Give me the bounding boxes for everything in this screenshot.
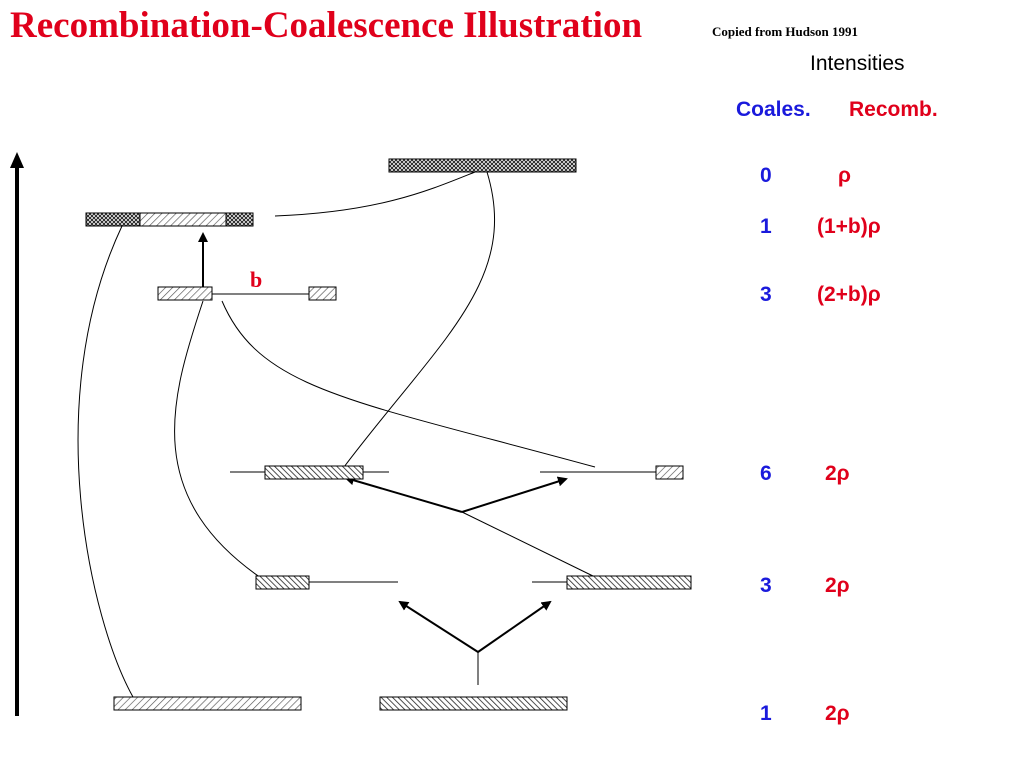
lineage-curve xyxy=(343,171,496,468)
chromosome-bars xyxy=(85,158,692,711)
time-axis-arrow xyxy=(10,152,24,716)
lineage-curves xyxy=(77,171,596,698)
coales-value: 6 xyxy=(760,462,772,485)
chromosome-bar xyxy=(225,212,254,227)
recomb-value: 2ρ xyxy=(825,574,850,597)
recomb-value: 2ρ xyxy=(825,462,850,485)
recomb-value: 2ρ xyxy=(825,702,850,725)
chromosome-bar xyxy=(388,158,577,173)
lineage-curve xyxy=(221,300,596,468)
coales-column-header: Coales. xyxy=(736,98,811,121)
chromosome-bar xyxy=(308,286,337,301)
intensities-header: Intensities xyxy=(810,52,905,75)
chromosome-bar xyxy=(157,286,213,301)
arrow xyxy=(398,600,479,653)
recomb-value: (2+b)ρ xyxy=(817,283,881,306)
coales-value: 3 xyxy=(760,574,772,597)
event-arrows xyxy=(198,232,568,653)
lineage-curve xyxy=(174,300,271,585)
recomb-value: (1+b)ρ xyxy=(817,215,881,238)
source-credit: Copied from Hudson 1991 xyxy=(712,24,859,39)
coales-value: 1 xyxy=(760,702,772,725)
segment-lines xyxy=(212,293,656,685)
arrow xyxy=(477,600,552,653)
coales-value: 0 xyxy=(760,164,772,187)
coales-value: 3 xyxy=(760,283,772,306)
lineage-curve xyxy=(77,225,134,698)
arrow xyxy=(344,475,463,513)
chromosome-bar xyxy=(566,575,692,590)
arrow xyxy=(461,476,568,513)
chromosome-bar xyxy=(85,212,141,227)
recomb-value: ρ xyxy=(838,164,851,187)
chromosome-bar xyxy=(264,465,364,480)
lineage-curve xyxy=(461,511,596,578)
recomb-column-header: Recomb. xyxy=(849,98,938,121)
slide-title: Recombination-Coalescence Illustration xyxy=(10,5,643,46)
coales-value: 1 xyxy=(760,215,772,238)
chromosome-bar xyxy=(139,212,227,227)
chromosome-bar xyxy=(379,696,568,711)
chromosome-bar xyxy=(255,575,310,590)
chromosome-bar xyxy=(113,696,302,711)
lineage-curve xyxy=(274,171,476,217)
recombination-label: b xyxy=(250,267,262,292)
chromosome-bar xyxy=(655,465,684,480)
